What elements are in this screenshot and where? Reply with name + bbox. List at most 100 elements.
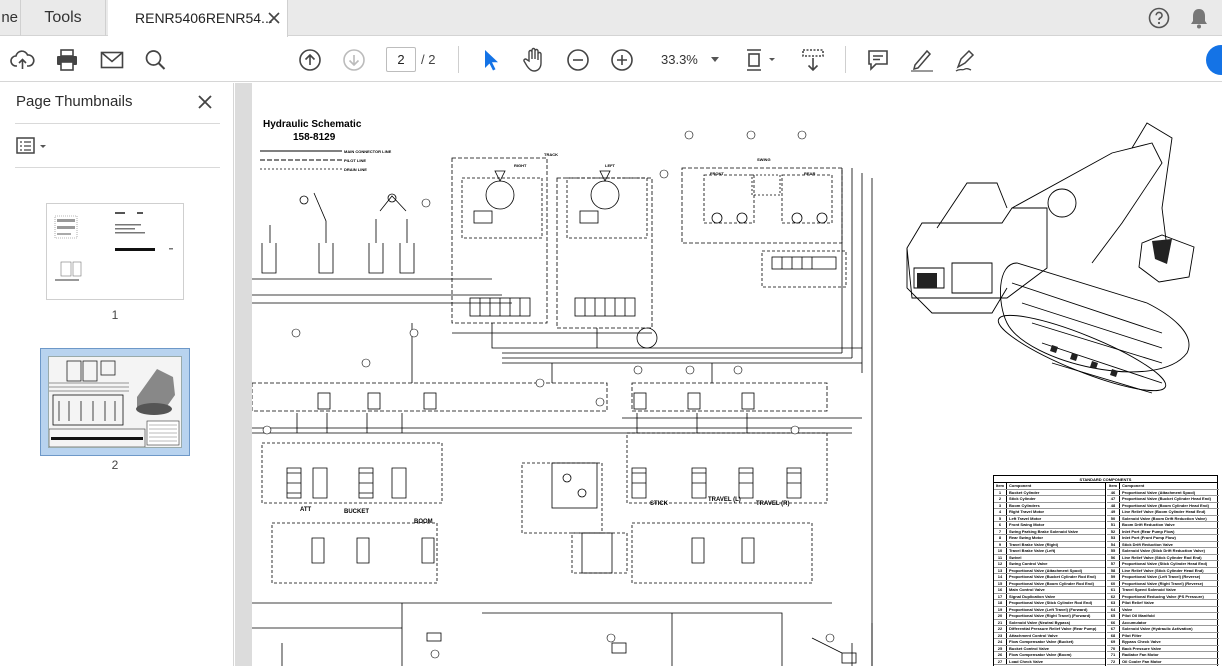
chevron-down-icon: [711, 57, 719, 62]
label-swing: SWING: [757, 157, 771, 162]
find-button[interactable]: [143, 47, 169, 73]
scroll-mode-button[interactable]: [800, 47, 826, 73]
highlight-pen-icon: [911, 49, 933, 72]
tab-home[interactable]: ne: [1, 9, 18, 26]
schematic-title: Hydraulic Schematic: [263, 119, 362, 130]
zoom-out-icon: [567, 49, 589, 71]
main-line-sample: [260, 150, 342, 152]
hand-tool-button[interactable]: [521, 47, 547, 73]
help-icon[interactable]: [1147, 6, 1171, 30]
legend-drain-line: DRAIN LINE: [344, 167, 367, 172]
scroll-mode-icon: [802, 49, 824, 72]
close-icon[interactable]: [196, 93, 214, 111]
panel-title: Page Thumbnails: [16, 93, 133, 110]
thumbnail-options-icon[interactable]: [16, 136, 52, 156]
notification-bell-icon[interactable]: [1188, 6, 1210, 30]
comment-button[interactable]: [865, 47, 891, 73]
thumbnail-2-preview: [48, 356, 182, 448]
upload-button[interactable]: [10, 47, 36, 73]
highlight-button[interactable]: [909, 47, 935, 73]
page-thumbnail-1[interactable]: [46, 203, 184, 300]
page-fit-button[interactable]: [744, 47, 780, 73]
divider: [15, 123, 220, 124]
divider: [15, 167, 220, 168]
previous-page-button[interactable]: [297, 47, 323, 73]
thumbnail-1-label: 1: [111, 308, 119, 322]
thumbnail-2-label: 2: [111, 458, 119, 472]
label-track: TRACK: [544, 152, 558, 157]
label-travel-left: TRAVEL (L): [708, 497, 741, 503]
toolbar: 2 / 2 33.3%: [0, 37, 1222, 82]
print-icon: [57, 49, 77, 71]
email-button[interactable]: [99, 47, 125, 73]
print-button[interactable]: [54, 47, 80, 73]
comment-icon: [868, 50, 888, 71]
page-number-input[interactable]: 2: [386, 47, 416, 72]
zoom-in-icon: [611, 49, 633, 71]
zoom-level-select[interactable]: 33.3%: [651, 47, 725, 72]
legend-main-line: MAIN CONNECTOR LINE: [344, 149, 392, 154]
label-att: ATT: [300, 507, 312, 513]
next-page-button[interactable]: [341, 47, 367, 73]
thumbnails-panel: Page Thumbnails 1: [0, 83, 234, 666]
sign-button[interactable]: [953, 47, 979, 73]
zoom-out-button[interactable]: [565, 47, 591, 73]
label-stick: STICK: [650, 501, 668, 507]
label-bucket: BUCKET: [344, 509, 369, 515]
document-canvas[interactable]: Hydraulic Schematic 158-8129 MAIN CONNEC…: [235, 83, 1222, 666]
select-tool-button[interactable]: [477, 47, 503, 73]
tab-document[interactable]: RENR5406RENR54...: [108, 0, 288, 37]
sign-icon: [955, 49, 975, 72]
tab-tools[interactable]: Tools: [20, 0, 106, 36]
page-thumbnail-2[interactable]: [40, 348, 190, 456]
tab-close-icon[interactable]: [264, 8, 284, 28]
upload-icon: [10, 50, 35, 69]
components-heading: STANDARD COMPONENTS: [994, 476, 1217, 483]
page-up-icon: [299, 49, 321, 71]
label-boom: BOOM: [414, 519, 433, 525]
toolbar-divider: [845, 46, 846, 73]
right-pane-toggle[interactable]: [1206, 45, 1222, 75]
label-rear: REAR: [804, 171, 816, 176]
zoom-in-button[interactable]: [609, 47, 635, 73]
tab-document-label: RENR5406RENR54...: [135, 10, 273, 26]
hand-icon: [523, 47, 542, 72]
